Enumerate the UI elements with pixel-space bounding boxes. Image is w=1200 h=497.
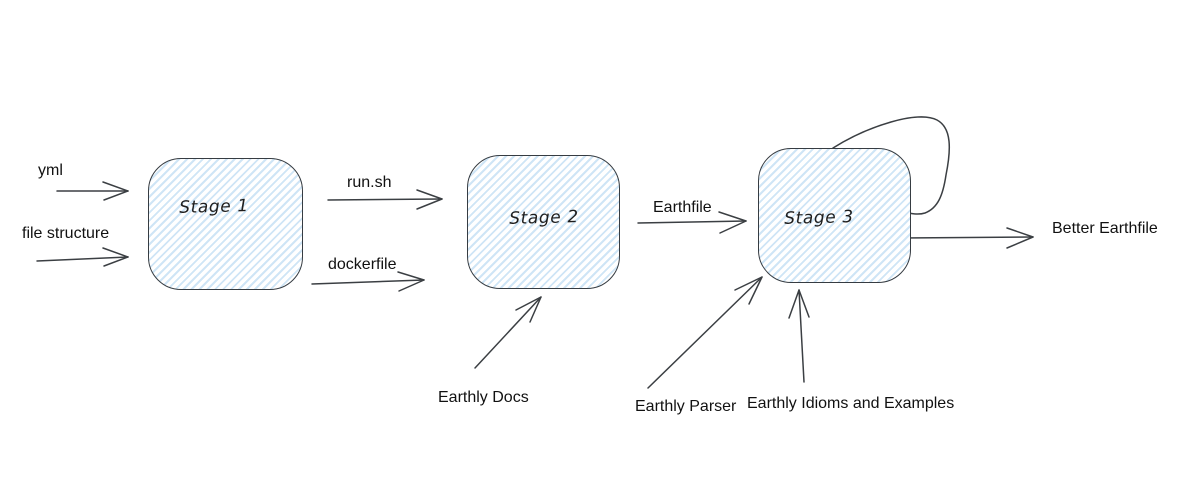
arrow-earthly-docs-to-stage2-icon <box>474 296 542 369</box>
label-dockerfile: dockerfile <box>328 256 397 273</box>
label-yml: yml <box>38 162 63 179</box>
node-stage1 <box>148 158 303 290</box>
label-earthly-parser: Earthly Parser <box>635 398 737 415</box>
arrow-yml-to-stage1-icon <box>56 181 129 201</box>
node-stage3-label: Stage 3 <box>783 207 855 229</box>
arrow-file-structure-to-stage1-icon <box>36 247 129 267</box>
label-run-sh: run.sh <box>347 174 392 191</box>
node-stage3 <box>758 148 911 283</box>
label-earthfile: Earthfile <box>653 199 712 216</box>
label-earthly-idioms: Earthly Idioms and Examples <box>747 395 955 412</box>
node-stage2 <box>467 155 620 289</box>
arrow-dockerfile-stage1-to-stage2-icon <box>311 271 425 292</box>
label-earthly-docs: Earthly Docs <box>438 389 529 406</box>
label-better-earthfile: Better Earthfile <box>1052 220 1158 237</box>
node-stage2-label: Stage 2 <box>508 207 580 229</box>
arrow-stage3-to-better-earthfile-icon <box>900 227 1034 249</box>
arrow-earthly-parser-to-stage3-icon <box>647 276 763 389</box>
label-file-structure: file structure <box>22 225 110 242</box>
arrow-run-sh-stage1-to-stage2-icon <box>327 189 443 210</box>
node-stage1-label: Stage 1 <box>178 196 250 218</box>
arrow-earthly-idioms-to-stage3-icon <box>788 289 810 383</box>
